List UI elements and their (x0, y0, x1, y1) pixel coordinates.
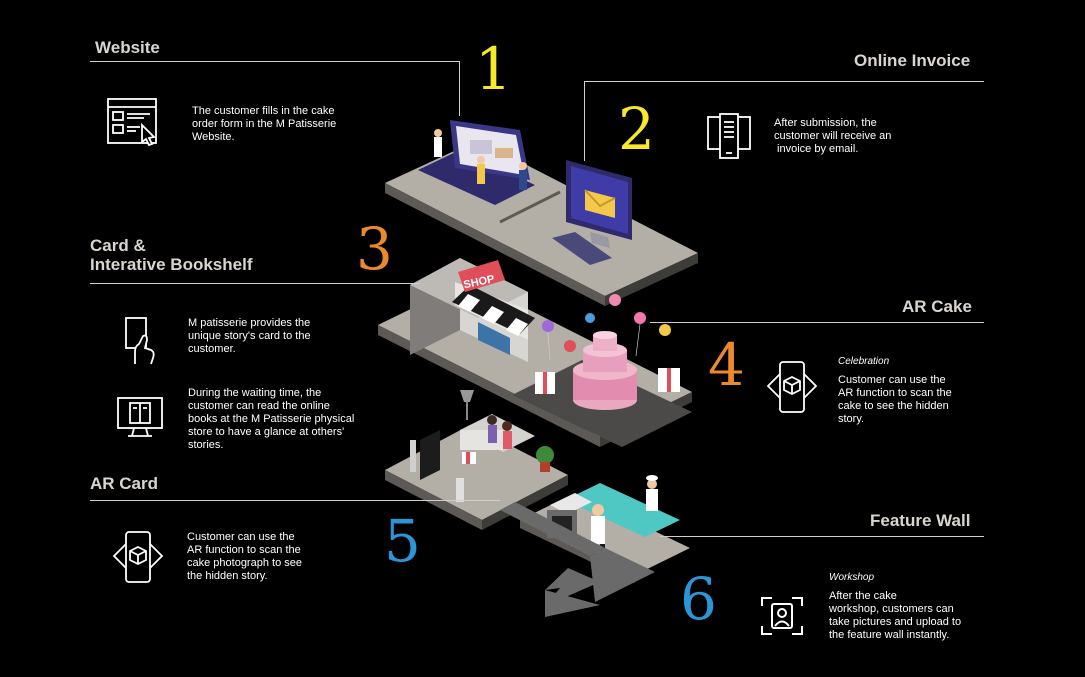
desc-line: During the waiting time, the (188, 387, 322, 399)
ar-cake-subtitle: Celebration (838, 356, 890, 367)
website-rule (90, 61, 459, 62)
desc-line: AR function to scan the (838, 387, 952, 399)
invoice-device-icon (706, 113, 752, 166)
monitor-illustration (552, 160, 632, 265)
title-line: Card & (90, 236, 146, 255)
ar-cube-phone-icon (766, 360, 818, 419)
desc-line: cake to see the hidden (838, 400, 949, 412)
online-book-icon (116, 396, 164, 445)
bookshelf-description: During the waiting time, the customer ca… (188, 387, 354, 452)
step-number-6: 6 (680, 565, 717, 633)
online-invoice-description: After submission, the customer will rece… (774, 117, 891, 156)
path-arrow (500, 502, 655, 617)
online-invoice-rule (584, 81, 984, 82)
camera-scan-icon (760, 596, 804, 641)
step-number-2: 2 (618, 95, 655, 163)
desc-line: stories. (188, 439, 224, 451)
desc-line: Customer can use the (187, 531, 295, 543)
desc-line: the feature wall instantly. (829, 629, 950, 641)
website-form-icon (106, 97, 162, 154)
desc-line: Website. (192, 131, 235, 143)
website-description: The customer fills in the cake order for… (192, 105, 336, 144)
ar-cube-phone-icon (112, 530, 164, 589)
living-room-illustration (410, 390, 554, 502)
online-invoice-rule-connector (584, 81, 585, 161)
step-number-3: 3 (356, 215, 393, 283)
desc-line: customer can read the online (188, 400, 330, 412)
desc-line: invoice by email. (774, 143, 859, 155)
desc-line: After the cake (829, 590, 897, 602)
ar-card-description: Customer can use the AR function to scan… (187, 531, 302, 583)
step-number-4: 4 (708, 331, 745, 399)
desc-line: After submission, the (774, 117, 877, 129)
online-invoice-title: Online Invoice (854, 51, 971, 70)
title-line: Interative Bookshelf (90, 255, 253, 274)
cake-celebration-illustration (512, 294, 692, 447)
feature-wall-rule (660, 536, 984, 537)
website-rule-connector (459, 61, 460, 116)
hand-card-icon (123, 316, 157, 371)
desc-line: order form in the M Patisserie (192, 118, 337, 130)
ar-card-title: AR Card (90, 474, 159, 493)
desc-line: cake photograph to see (187, 557, 302, 569)
desc-line: story. (838, 413, 865, 425)
card-bookshelf-rule (90, 283, 420, 284)
ar-cake-rule (650, 322, 984, 323)
card-description: M patisserie provides the unique story's… (188, 317, 311, 356)
feature-wall-title: Feature Wall (870, 511, 971, 530)
people-illustration (434, 129, 527, 190)
desc-line: Customer can use the (838, 374, 946, 386)
feature-wall-description: Workshop After the cake workshop, custom… (829, 571, 961, 642)
laptop-illustration (418, 120, 535, 205)
desc-line: M patisserie provides the (188, 317, 311, 329)
step-number-5: 5 (384, 507, 421, 575)
desc-line: The customer fills in the cake (192, 105, 335, 117)
feature-wall-subtitle: Workshop (829, 572, 875, 583)
desc-line: the hidden story. (187, 570, 268, 582)
ar-cake-description: Celebration Customer can use the AR func… (838, 355, 952, 426)
desc-line: books at the M Patisserie physical (188, 413, 355, 425)
desc-line: AR function to scan the (187, 544, 301, 556)
desc-line: store to have a glance at others' (188, 426, 345, 438)
desc-line: customer. (188, 343, 236, 355)
ar-card-rule (90, 500, 500, 501)
desc-line: workshop, customers can (829, 603, 954, 615)
website-title: Website (95, 38, 160, 57)
desc-line: take pictures and upload to (829, 616, 962, 628)
shop-illustration: SHOP (410, 258, 535, 362)
step-number-1: 1 (475, 35, 512, 103)
desc-line: customer will receive an (774, 130, 892, 142)
ar-cake-title: AR Cake (902, 297, 972, 316)
card-bookshelf-title: Card & Interative Bookshelf (90, 236, 253, 274)
desc-line: unique story's card to the (188, 330, 311, 342)
